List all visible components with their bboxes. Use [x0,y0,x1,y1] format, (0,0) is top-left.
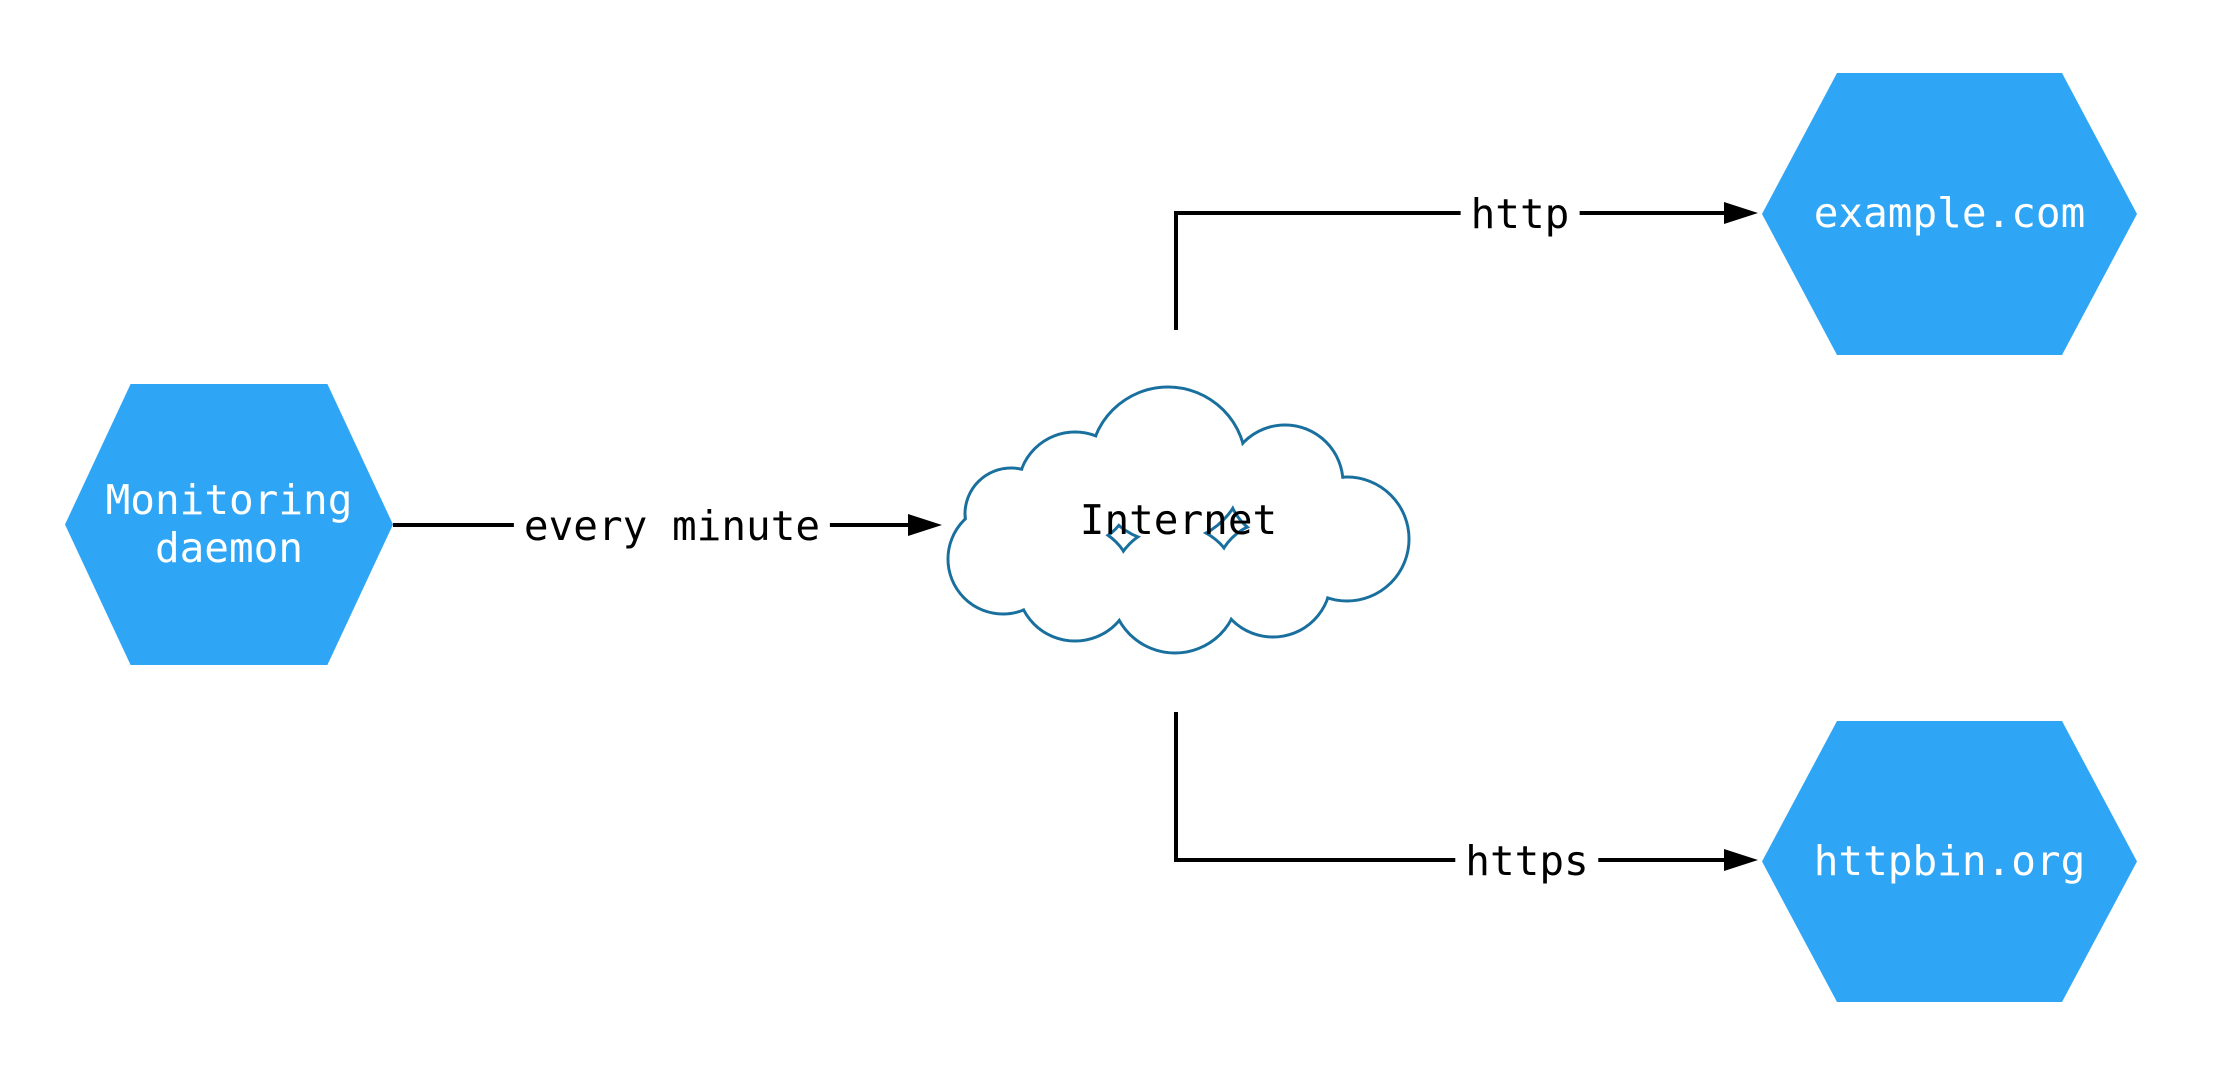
https-line-horizontal [1174,858,1726,862]
http-line-vertical [1174,211,1178,330]
node-internet-cloud: Internet [943,383,1414,660]
monitoring-daemon-label: Monitoring daemon [105,476,353,572]
node-example-com: example.com [1762,73,2137,355]
cloud-icon [946,385,1411,655]
http-label: http [1460,190,1580,238]
example-com-label: example.com [1813,189,2086,238]
internet-label: Internet [1079,495,1278,544]
httpbin-org-label: httpbin.org [1813,836,2086,885]
node-httpbin-org: httpbin.org [1762,721,2137,1002]
https-arrowhead-icon [1724,849,1758,871]
http-arrowhead-icon [1724,202,1758,224]
https-line-vertical [1174,712,1178,862]
node-monitoring-daemon: Monitoring daemon [65,384,393,665]
https-label: https [1455,837,1599,885]
every-minute-arrowhead-icon [908,514,942,536]
http-line-horizontal [1174,211,1726,215]
every-minute-label: every minute [513,502,831,550]
